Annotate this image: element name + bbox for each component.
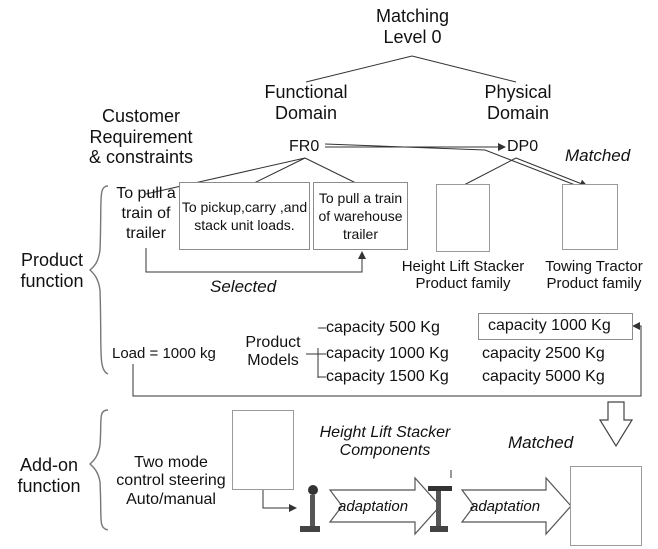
two-mode-label: Two mode control steering Auto/manual — [112, 454, 230, 509]
capacity-right-3: capacity 5000 Kg — [482, 368, 605, 385]
fr0-branch-3 — [304, 157, 363, 187]
fr0-match-arrow — [324, 143, 589, 192]
functional-domain-line1: Functional — [264, 82, 348, 102]
two-mode-line1: Two mode — [134, 454, 208, 471]
capacity-left-3: capacity 1500 Kg — [326, 368, 449, 385]
selected-bracket — [145, 248, 366, 273]
level-title: Matching Level 0 — [365, 6, 460, 47]
tree-line-right — [411, 55, 517, 83]
load-label: Load = 1000 kg — [112, 345, 216, 362]
customer-requirement-line2: Requirement — [89, 126, 193, 147]
physical-domain-line1: Physical — [484, 82, 552, 102]
product-family-stacker-name: Height Lift Stacker — [401, 258, 525, 275]
stacker-family-frame — [436, 184, 490, 252]
steering-part-2-image — [428, 486, 452, 532]
capacity-left-1: capacity 500 Kg — [326, 319, 440, 336]
fr-item-stack-box: To pickup,carry ,and stack unit loads. — [179, 182, 310, 250]
capacity-right-2: capacity 2500 Kg — [482, 345, 605, 362]
fr0-label: FR0 — [289, 138, 320, 155]
level-title-line1: Matching — [375, 6, 450, 26]
fr-item-stack-text: To pickup,carry ,and stack unit loads. — [181, 198, 308, 233]
fr-item-warehouse-text: To pull a train of warehouse trailer — [318, 189, 403, 243]
brace-addon-function — [89, 409, 109, 531]
load-feedback-arrow — [132, 322, 642, 397]
fr0-branch-1 — [145, 157, 306, 195]
two-mode-line3: Auto/manual — [126, 490, 216, 508]
capacity-right-1: capacity 1000 Kg — [488, 317, 611, 334]
adaptation-label-1: adaptation — [338, 498, 409, 515]
fr-item-pull-trailer: To pull a train of trailer — [112, 184, 180, 244]
adaptation-label-2: adaptation — [470, 498, 541, 515]
two-mode-line2: control steering — [116, 472, 226, 490]
product-family-stacker: Height Lift Stacker Product family — [388, 258, 538, 293]
hollow-down-arrow — [598, 401, 634, 448]
physical-domain-label: Physical Domain — [470, 82, 566, 123]
level-title-line2: Level 0 — [383, 26, 442, 47]
product-function-line1: Product — [20, 250, 84, 270]
components-title-line1: Height Lift Stacker — [319, 424, 451, 441]
selected-label: Selected — [210, 277, 277, 296]
fr-item-pull-trailer-text: To pull a train of trailer — [116, 185, 176, 242]
adaptation-arrow-1 — [328, 476, 441, 536]
stacker-component-frame — [232, 410, 294, 490]
tree-line-left — [305, 55, 413, 83]
functional-domain-label: Functional Domain — [254, 82, 358, 123]
matched-bottom-label: Matched — [508, 433, 574, 452]
product-models-label: Product Models — [240, 334, 306, 371]
adaptation-arrow-2 — [460, 476, 572, 536]
product-family-stacker-sub: Product family — [415, 275, 511, 293]
product-function-label: Product function — [12, 250, 92, 291]
capacity-left-2: capacity 1000 Kg — [326, 345, 449, 362]
addon-function-line2: function — [17, 475, 81, 496]
customer-requirement-line3: & constraints — [88, 147, 194, 168]
addon-function-line1: Add-on — [19, 455, 79, 475]
customer-requirement-label: Customer Requirement & constraints — [78, 106, 204, 168]
physical-domain-line2: Domain — [486, 102, 550, 123]
dp0-label: DP0 — [507, 138, 539, 155]
addon-function-label: Add-on function — [12, 455, 86, 496]
product-models-line1: Product — [245, 334, 301, 351]
product-family-tractor-sub: Product family — [546, 275, 642, 293]
dp0-branch-1 — [461, 157, 517, 187]
product-family-tractor-name: Towing Tractor — [545, 258, 643, 275]
matched-top-label: Matched — [565, 146, 631, 165]
models-tree — [306, 327, 326, 378]
product-function-line2: function — [20, 270, 84, 291]
components-title-line2: Components — [339, 442, 431, 460]
brace-product-function — [89, 185, 109, 375]
dp0-branch-2 — [515, 157, 588, 188]
customer-requirement-line1: Customer — [101, 106, 181, 126]
components-title: Height Lift Stacker Components — [300, 424, 470, 461]
product-family-tractor: Towing Tractor Product family — [533, 258, 655, 293]
functional-domain-line2: Domain — [274, 102, 338, 123]
product-models-line2: Models — [247, 352, 299, 370]
steering-part-1-image — [300, 485, 320, 532]
tractor-family-frame — [562, 184, 618, 250]
fr-item-warehouse-box: To pull a train of warehouse trailer — [313, 182, 408, 250]
capacity-right-selected-box — [478, 313, 633, 340]
stacker-to-component — [262, 488, 297, 512]
fr0-branch-2 — [247, 157, 306, 187]
final-tractor-frame — [570, 466, 642, 546]
